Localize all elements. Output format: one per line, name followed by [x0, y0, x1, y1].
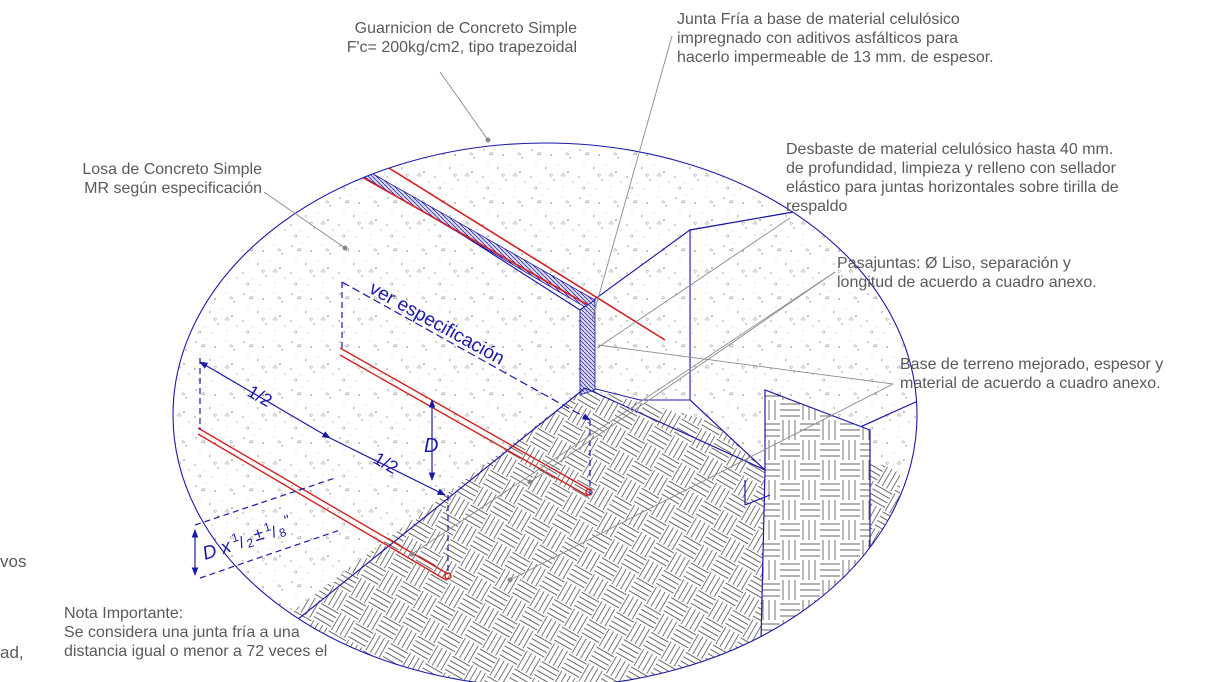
- label-pasajuntas: Pasajuntas: Ø Liso, separación y longitu…: [837, 254, 1097, 292]
- label-desbaste-line1: Desbaste de material celulósico hasta 40…: [786, 141, 1114, 158]
- depth-text: D: [424, 435, 438, 457]
- label-desbaste-line3: elástico para juntas horizontales sobre …: [786, 179, 1119, 196]
- dowels: [197, 347, 593, 581]
- label-desbaste-line4: respaldo: [786, 198, 848, 215]
- label-pasajuntas-line1: Pasajuntas: Ø Liso, separación y: [837, 255, 1071, 272]
- tolerance-inch: ": [282, 511, 292, 528]
- label-junta-line1: Junta Fría a base de material celulósico: [677, 11, 960, 28]
- label-guarnicion-line2: F'c= 200kg/cm2, tipo trapezoidal: [346, 39, 577, 56]
- label-base: Base de terreno mejorado, espesor y mate…: [900, 355, 1163, 393]
- dowel-upper: [339, 347, 591, 491]
- note-title: Nota Importante:: [64, 605, 184, 622]
- note-line1: Se considera una junta fría a una: [64, 624, 300, 641]
- label-junta-line2: impregnado con aditivos asfálticos para: [677, 30, 959, 47]
- tolerance-frac1-den: 2: [245, 535, 256, 550]
- detail-ellipse: [172, 142, 918, 682]
- tolerance-slash: /: [237, 534, 247, 552]
- tolerance-frac2-num: 1: [262, 519, 273, 534]
- label-losa: Losa de Concreto Simple MR según especif…: [22, 160, 262, 198]
- tolerance-frac1-num: 1: [230, 530, 241, 545]
- label-losa-line1: Losa de Concreto Simple: [82, 161, 262, 178]
- base-top-face: [200, 388, 900, 682]
- joint-vertical-face: [579, 299, 596, 396]
- label-base-line1: Base de terreno mejorado, espesor y: [900, 356, 1164, 373]
- label-pasajuntas-line2: longitud de acuerdo a cuadro anexo.: [837, 274, 1097, 291]
- label-losa-line2: MR según especificación: [84, 180, 262, 197]
- note-importante: Nota Importante: Se considera una junta …: [64, 604, 327, 661]
- dimension-lines: [191, 281, 591, 579]
- leader-lines: [263, 35, 894, 583]
- label-junta-fria: Junta Fría a base de material celulósico…: [677, 10, 994, 67]
- note-line2: distancia igual o menor a 72 veces el: [64, 643, 328, 660]
- label-desbaste-line2: de profundidad, limpieza y relleno con s…: [786, 160, 1116, 177]
- left-fragment-1: vos: [0, 552, 27, 571]
- label-guarnicion: Guarnicion de Concreto Simple F'c= 200kg…: [300, 19, 577, 57]
- label-desbaste: Desbaste de material celulósico hasta 40…: [786, 140, 1119, 216]
- label-base-line2: material de acuerdo a cuadro anexo.: [900, 375, 1161, 392]
- dim-half-2: [329, 437, 446, 496]
- cold-joint-line: [331, 159, 589, 306]
- base-side-face: [759, 389, 871, 682]
- left-fragment-2: ad,: [0, 643, 24, 662]
- dim-half-1: [199, 361, 331, 439]
- tolerance-slash-2: /: [269, 524, 279, 542]
- label-junta-line3: hacerlo impermeable de 13 mm. de espesor…: [677, 49, 994, 66]
- tolerance-frac2-den: 8: [277, 525, 288, 540]
- dowel-lower: [197, 427, 449, 575]
- label-guarnicion-line1: Guarnicion de Concreto Simple: [354, 20, 577, 37]
